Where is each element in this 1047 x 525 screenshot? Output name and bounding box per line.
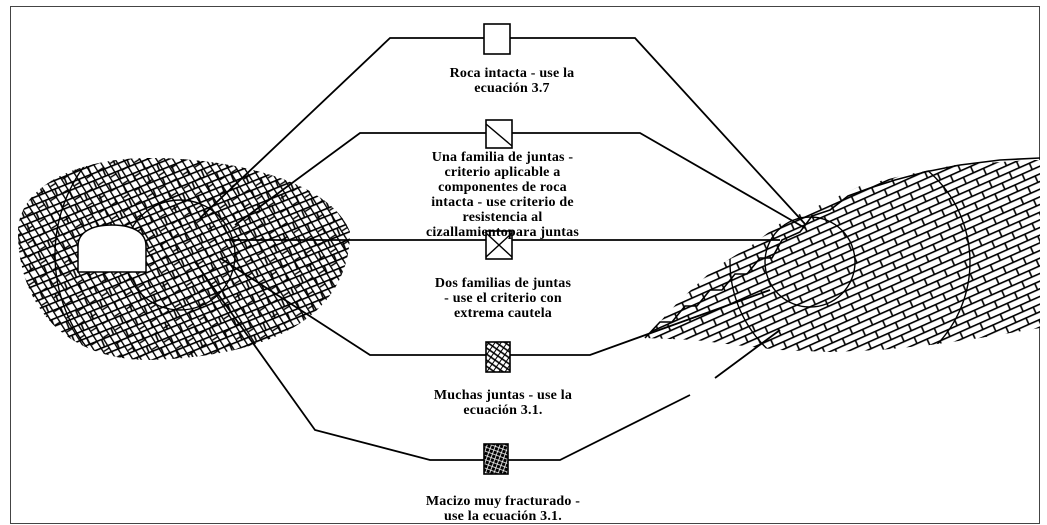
label-heavily-jointed: Macizo muy fracturado - use la ecuación …	[425, 494, 581, 524]
specimen-intact	[483, 23, 511, 55]
specimen-many-joints	[485, 341, 511, 373]
slope-rock-mass	[644, 157, 1041, 352]
label-one-joint-set: Una familia de juntas - criterio aplicab…	[426, 150, 579, 240]
label-intact-rock: Roca intacta - use la ecuación 3.7	[449, 66, 575, 96]
tunnel-opening	[77, 224, 147, 273]
label-two-joint-sets: Dos familias de juntas - use el criterio…	[434, 276, 572, 321]
specimen-two-joints	[485, 230, 513, 260]
specimen-heavily-jointed	[483, 443, 509, 475]
tunnel-rock-mass	[18, 158, 350, 360]
label-many-joints: Muchas juntas - use la ecuación 3.1.	[433, 388, 573, 418]
specimen-one-joint	[485, 119, 513, 149]
